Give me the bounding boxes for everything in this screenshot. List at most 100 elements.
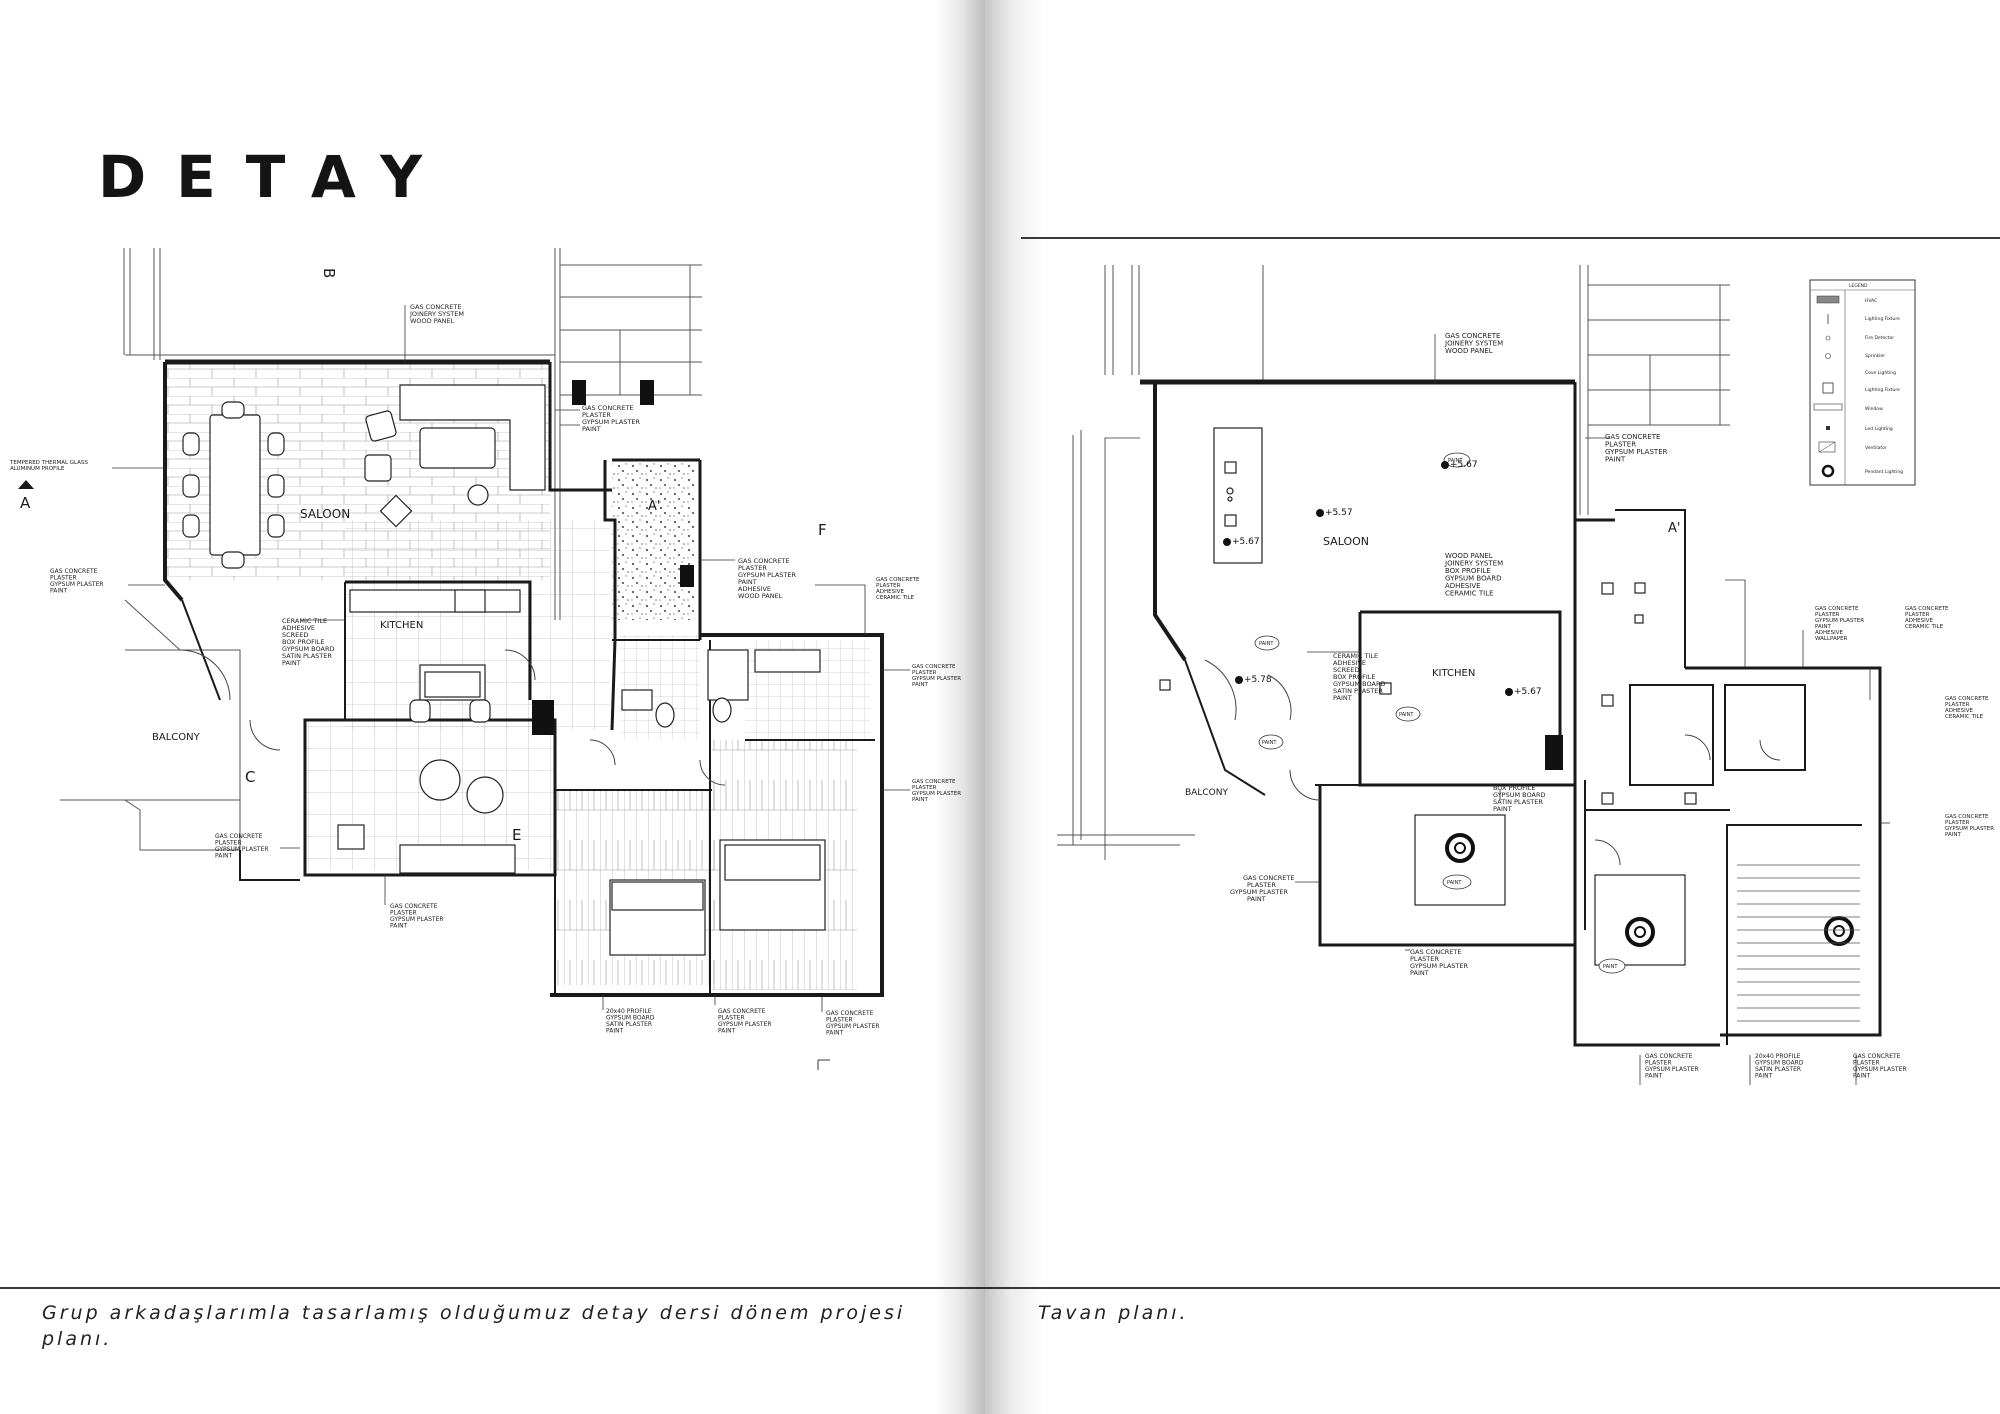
left-page: DETAY bbox=[0, 0, 985, 1414]
note-room-bottom: GAS CONCRETE PLASTER GYPSUM PLASTER PAIN… bbox=[1410, 948, 1470, 977]
section-marker-b: B bbox=[320, 268, 338, 278]
paint-tag-label: PAINT bbox=[1447, 880, 1462, 886]
dining-set bbox=[182, 401, 285, 569]
note-kitchen-wall: CERAMIC TILE ADHESIVE SCREED BOX PROFILE… bbox=[282, 617, 337, 667]
paint-tag-label: PAINT bbox=[1399, 712, 1414, 718]
ceiling-context-lines bbox=[1057, 265, 1730, 846]
section-marker-e: E bbox=[512, 826, 521, 844]
window-icon bbox=[1813, 403, 1843, 411]
pendant-lights bbox=[1445, 833, 1854, 947]
note-bottom-3: GAS CONCRETE PLASTER GYPSUM PLASTER PAIN… bbox=[1853, 1053, 1908, 1080]
note-wall-right-upper: GAS CONCRETE PLASTER GYPSUM PLASTER PAIN… bbox=[582, 404, 642, 433]
bath-fixtures bbox=[621, 649, 821, 728]
section-marker-f: F bbox=[818, 521, 827, 539]
pendant-light-icon bbox=[1824, 916, 1854, 946]
legend-item: Sprinkler bbox=[1865, 353, 1885, 359]
section-marker-a-prime: A' bbox=[1668, 521, 1680, 536]
room-labels: SALOON KITCHEN BALCONY bbox=[152, 507, 423, 743]
room-label-kitchen: KITCHEN bbox=[380, 620, 423, 631]
page-title: DETAY bbox=[98, 143, 453, 211]
legend-item: Ventilator bbox=[1865, 445, 1887, 451]
note-hall-1: GAS CONCRETE PLASTER GYPSUM PLASTER PAIN… bbox=[1815, 606, 1866, 642]
note-bottom-left: GAS CONCRETE PLASTER GYPSUM PLASTER PAIN… bbox=[215, 833, 270, 860]
note-kitchen-bottom: BOX PROFILE GYPSUM BOARD SATIN PLASTER P… bbox=[1493, 784, 1548, 813]
note-window-left: TEMPERED THERMAL GLASS ALUMINUM PROFILE bbox=[9, 460, 90, 472]
note-bottom-1: GAS CONCRETE PLASTER GYPSUM PLASTER PAIN… bbox=[1645, 1053, 1700, 1080]
kitchen-furniture bbox=[337, 589, 521, 874]
note-balcony-wall: GAS CONCRETE PLASTER GYPSUM PLASTER PAIN… bbox=[1230, 874, 1297, 903]
note-saloon-wall: WOOD PANEL JOINERY SYSTEM BOX PROFILE GY… bbox=[1444, 552, 1505, 598]
led-lighting-icon bbox=[1826, 426, 1830, 430]
pendant-light-icon bbox=[1625, 917, 1655, 947]
note-bottom-1: GAS CONCRETE PLASTER GYPSUM PLASTER PAIN… bbox=[390, 903, 445, 930]
lighting-fixture-square-icon bbox=[1822, 382, 1834, 394]
room-label-kitchen: KITCHEN bbox=[1432, 668, 1475, 679]
legend-item: Cove Lighting bbox=[1865, 370, 1896, 376]
note-wall-left: GAS CONCRETE PLASTER GYPSUM PLASTER PAIN… bbox=[50, 568, 105, 595]
legend-item: Led Lighting bbox=[1865, 426, 1893, 432]
legend-title: LEGEND bbox=[1849, 283, 1868, 289]
fire-detector-icon bbox=[1825, 335, 1831, 341]
level-markers: +5.67 +5.57 +5.67 +5.78 +5.67 bbox=[1223, 460, 1542, 697]
note-bedroom-right-lower: GAS CONCRETE PLASTER GYPSUM PLASTER PAIN… bbox=[912, 779, 963, 803]
note-wall-top: GAS CONCRETE JOINERY SYSTEM WOOD PANEL bbox=[409, 303, 466, 325]
room-label-balcony: BALCONY bbox=[1185, 788, 1228, 798]
paint-tag-label: PAINT bbox=[1603, 964, 1618, 970]
ceiling-door-swings bbox=[1204, 659, 1781, 866]
room-label-saloon: SALOON bbox=[300, 507, 350, 521]
right-caption: Tavan planı. bbox=[1038, 1302, 1189, 1324]
legend-box: LEGEND HVAC Lighting Fixture Fire Detect… bbox=[1809, 279, 1916, 486]
legend-item: HVAC bbox=[1865, 298, 1877, 304]
hvac-icon bbox=[1816, 295, 1840, 304]
level-label: +5.67 bbox=[1514, 687, 1542, 697]
walls bbox=[163, 359, 884, 997]
paint-tag-label: PAINT bbox=[1262, 740, 1277, 746]
level-label: +5.67 bbox=[1232, 537, 1260, 547]
note-leaders bbox=[112, 305, 910, 1012]
note-bottom-2: 20x40 PROFILE GYPSUM BOARD SATIN PLASTER… bbox=[606, 1008, 656, 1035]
note-bath-right: GAS CONCRETE PLASTER ADHESIVE CERAMIC TI… bbox=[1945, 696, 1990, 720]
sofa bbox=[364, 384, 546, 528]
room-label-saloon: SALOON bbox=[1323, 535, 1369, 548]
note-hall-2: GAS CONCRETE PLASTER ADHESIVE CERAMIC TI… bbox=[1905, 606, 1950, 630]
paint-tag-label: PAINT bbox=[1259, 641, 1274, 647]
note-wall-top: GAS CONCRETE JOINERY SYSTEM WOOD PANEL bbox=[1444, 332, 1505, 355]
ceiling-features bbox=[1159, 427, 1697, 966]
note-bottom-2: 20x40 PROFILE GYPSUM BOARD SATIN PLASTER… bbox=[1755, 1053, 1805, 1080]
note-kitchen-wall: CERAMIC TILE ADHESIVE SCREED BOX PROFILE… bbox=[1333, 652, 1388, 702]
level-label: +5.57 bbox=[1325, 508, 1353, 518]
pendant-lighting-icon bbox=[1821, 464, 1835, 478]
room-label-balcony: BALCONY bbox=[152, 732, 201, 743]
right-page: PAINT PAINT PAINT PAINT PAINT PAINT +5.6… bbox=[985, 0, 2000, 1414]
note-bedroom-right: GAS CONCRETE PLASTER GYPSUM PLASTER PAIN… bbox=[1945, 814, 1996, 838]
ceiling-note-leaders bbox=[1104, 334, 1890, 1085]
section-marker-a-prime: A' bbox=[648, 499, 660, 514]
section-marker-a: A bbox=[20, 494, 31, 512]
paint-tags bbox=[1254, 452, 1626, 974]
stair-hatch bbox=[1737, 864, 1860, 1022]
ceiling-plan-drawing: PAINT PAINT PAINT PAINT PAINT PAINT +5.6… bbox=[1057, 265, 1996, 1085]
paint-tag-label: PAINT bbox=[1448, 458, 1463, 464]
ceiling-room-labels: SALOON KITCHEN BALCONY A' bbox=[1185, 521, 1680, 798]
section-marker-c: C bbox=[245, 768, 255, 786]
legend-item: Lighting Fixture bbox=[1865, 316, 1900, 322]
sprinkler-icon bbox=[1825, 353, 1831, 359]
level-label: +5.78 bbox=[1244, 675, 1272, 685]
legend-item: Window bbox=[1865, 406, 1883, 412]
ceiling-walls bbox=[1140, 379, 1882, 1047]
note-bath-right: GAS CONCRETE PLASTER ADHESIVE CERAMIC TI… bbox=[876, 577, 921, 601]
note-bedroom-right: GAS CONCRETE PLASTER GYPSUM PLASTER PAIN… bbox=[912, 664, 963, 688]
left-caption: Grup arkadaşlarımla tasarlamış olduğumuz… bbox=[42, 1302, 906, 1350]
left-caption-rule bbox=[0, 1287, 985, 1289]
note-bottom-3: GAS CONCRETE PLASTER GYPSUM PLASTER PAIN… bbox=[718, 1008, 773, 1035]
legend-item: Lighting Fixture bbox=[1865, 387, 1900, 393]
note-wall-right-upper: GAS CONCRETE PLASTER GYPSUM PLASTER PAIN… bbox=[1605, 433, 1670, 464]
door-swings bbox=[179, 649, 726, 786]
right-top-rule bbox=[1021, 237, 2000, 239]
section-markers: A B C E F A' bbox=[18, 268, 827, 844]
beds bbox=[609, 839, 826, 956]
level-label: +5.67 bbox=[1450, 460, 1478, 470]
note-bottom-4: GAS CONCRETE PLASTER GYPSUM PLASTER PAIN… bbox=[826, 1010, 881, 1037]
pendant-light-icon bbox=[1445, 833, 1475, 863]
note-shaft: GAS CONCRETE PLASTER GYPSUM PLASTER PAIN… bbox=[738, 557, 798, 600]
